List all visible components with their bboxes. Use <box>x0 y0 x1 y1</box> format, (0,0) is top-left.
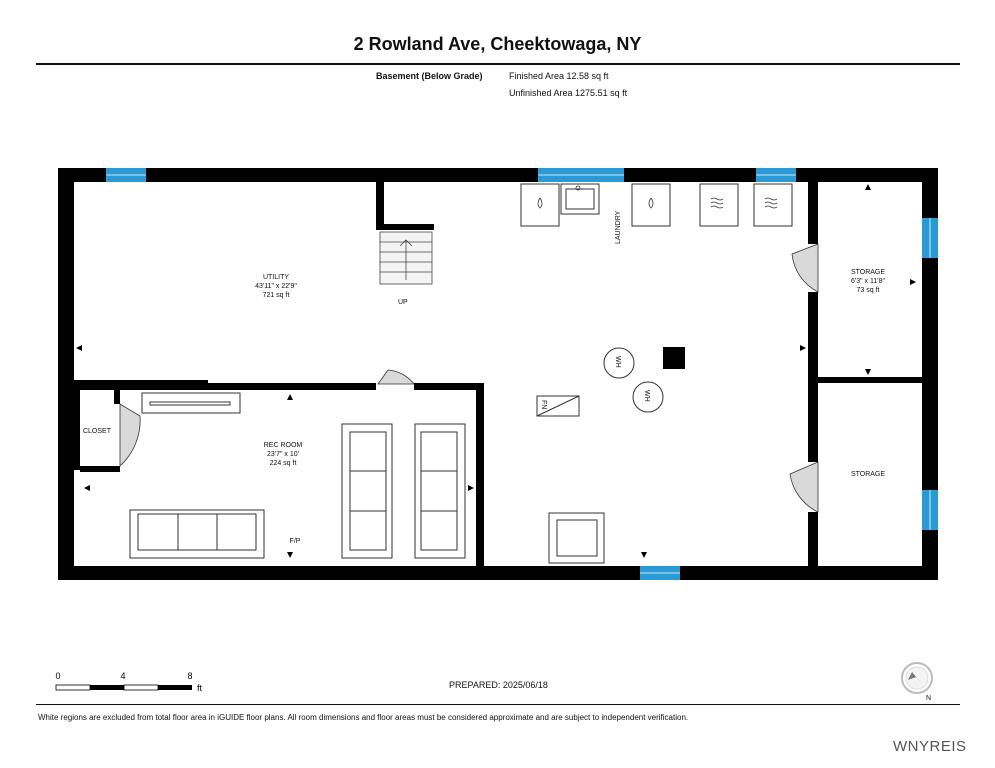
closet-west-wall <box>74 390 80 470</box>
laundry-label: LAUNDRY <box>615 210 622 244</box>
closet-east-wall-top <box>114 390 120 404</box>
prepared-date: PREPARED: 2025/06/18 <box>449 680 548 690</box>
storage-lower-name: STORAGE <box>851 471 885 478</box>
disclaimer: White regions are excluded from total fl… <box>38 713 689 722</box>
doors <box>119 243 819 513</box>
stairs-up-label: UP <box>398 299 408 306</box>
footer-divider <box>36 704 960 705</box>
stairs <box>379 231 433 285</box>
utility-name: UTILITY <box>263 274 289 281</box>
support-column <box>663 347 685 369</box>
laundry-sink-basin <box>565 188 595 210</box>
compass-north-label: N <box>926 695 931 702</box>
closet-door <box>119 403 141 467</box>
utility-area: 721 sq ft <box>263 292 290 299</box>
storage-west-wall-bottom <box>808 512 818 566</box>
utility-dims: 43'11" x 22'9" <box>255 283 297 290</box>
scale-tick-4: 4 <box>120 671 125 681</box>
rec-room-name: REC ROOM <box>264 442 303 449</box>
interior-walls <box>74 182 922 566</box>
rec-room-north-wall-b <box>208 383 376 390</box>
laundry-fixtures <box>520 183 793 227</box>
storage-upper-door <box>791 243 819 293</box>
wave-icon <box>710 197 724 209</box>
stair-wall-vertical <box>376 182 384 228</box>
rec-room-north-wall-a <box>74 380 208 390</box>
wall-west <box>58 168 74 580</box>
watermark: WNYREIS <box>893 738 967 755</box>
utility-sink-left <box>520 183 560 227</box>
water-drop-icon <box>537 197 543 209</box>
water-heater-1-label: WH <box>614 356 621 368</box>
wall-south <box>58 566 938 580</box>
rec-room-dims: 23'7" x 10' <box>267 451 299 458</box>
wall-east <box>922 168 938 580</box>
dryer <box>753 183 793 227</box>
wave-icon <box>764 197 778 209</box>
water-heater-2 <box>632 381 664 413</box>
scale-bar <box>55 684 192 691</box>
exterior-walls <box>58 168 938 580</box>
rec-room-door <box>377 369 415 385</box>
storage-upper-name: STORAGE <box>851 269 885 276</box>
mechanicals <box>536 347 664 417</box>
wall-north <box>58 168 938 182</box>
storage-divider-wall <box>818 377 922 383</box>
finished-area: Finished Area 12.58 sq ft <box>509 71 609 81</box>
closet-south-wall <box>80 466 120 472</box>
title-divider <box>36 63 960 65</box>
fireplace-label: F/P <box>290 538 301 545</box>
scale-unit: ft <box>197 683 203 693</box>
furnace-label: FN <box>540 400 547 409</box>
storage-west-wall-top <box>808 182 818 244</box>
water-heater-1 <box>603 347 635 379</box>
stair-wall-top <box>376 224 434 230</box>
rec-room-area: 224 sq ft <box>270 460 297 467</box>
utility-sink-right <box>631 183 671 227</box>
storage-west-wall-mid <box>808 292 818 462</box>
storage-upper-area: 73 sq ft <box>857 287 880 294</box>
washer <box>699 183 739 227</box>
rec-room-north-wall-c <box>414 383 484 390</box>
scale-tick-0: 0 <box>55 671 60 681</box>
plan-title: 2 Rowland Ave, Cheektowaga, NY <box>353 34 642 54</box>
water-heater-2-label: WH <box>643 390 650 402</box>
rec-room-east-wall <box>476 383 484 566</box>
unfinished-area: Unfinished Area 1275.51 sq ft <box>509 88 628 98</box>
closet-name: CLOSET <box>83 428 112 435</box>
scale-tick-8: 8 <box>187 671 192 681</box>
storage-lower-door <box>789 461 819 513</box>
north-compass-icon <box>901 662 933 694</box>
level-name: Basement (Below Grade) <box>376 71 483 81</box>
dimension-arrows <box>76 184 916 558</box>
water-drop-icon <box>648 197 654 209</box>
storage-upper-dims: 6'3" x 11'8" <box>851 278 885 285</box>
rec-room-furniture <box>129 392 605 564</box>
